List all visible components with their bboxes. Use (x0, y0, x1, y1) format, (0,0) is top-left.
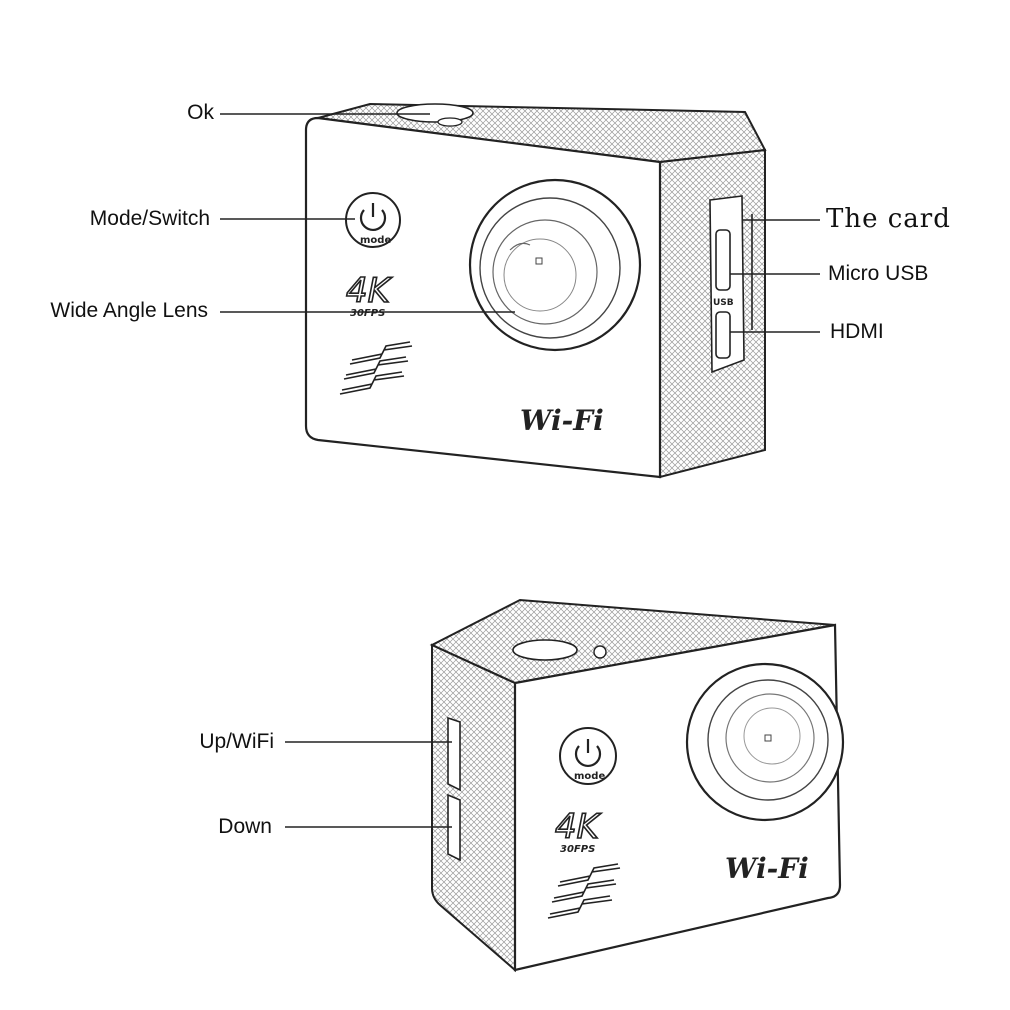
stripe-decoration (339, 341, 413, 395)
stripe-decoration-bottom (547, 863, 621, 919)
label-the-card: The card (826, 204, 951, 234)
camera-top: mode 4K 30FPS Wi-Fi USB (304, 102, 767, 479)
camera-bottom-side-face (431, 643, 516, 973)
logo-4k-text: 4K (346, 271, 393, 311)
mode-text-bottom: mode (574, 771, 605, 782)
logo-fps-text-bottom: 30FPS (560, 844, 595, 855)
wifi-brand-text: Wi-Fi (520, 404, 604, 437)
side-port-door (709, 195, 753, 374)
side-buttons (447, 716, 461, 862)
mode-button: mode (345, 192, 401, 248)
mode-button-bottom: mode (559, 727, 617, 785)
lens-bottom (685, 662, 845, 822)
label-mode-switch: Mode/Switch (89, 207, 210, 230)
logo-4k-text-bottom: 4K (555, 807, 602, 847)
wide-angle-lens (468, 178, 642, 352)
mode-text: mode (360, 235, 391, 246)
label-wide-angle-lens: Wide Angle Lens (50, 299, 208, 322)
label-hdmi: HDMI (830, 320, 884, 343)
wifi-brand-text-bottom: Wi-Fi (725, 852, 809, 885)
label-micro-usb: Micro USB (828, 262, 929, 285)
ok-button (396, 103, 474, 123)
leader-lines (220, 113, 820, 828)
usb-marking: USB (713, 298, 734, 308)
label-down: Down (218, 815, 272, 838)
label-ok: Ok (187, 101, 214, 124)
label-up-wifi: Up/WiFi (199, 730, 274, 753)
logo-fps-text: 30FPS (350, 308, 385, 319)
camera-bottom: mode 4K 30FPS Wi-Fi (429, 598, 845, 973)
